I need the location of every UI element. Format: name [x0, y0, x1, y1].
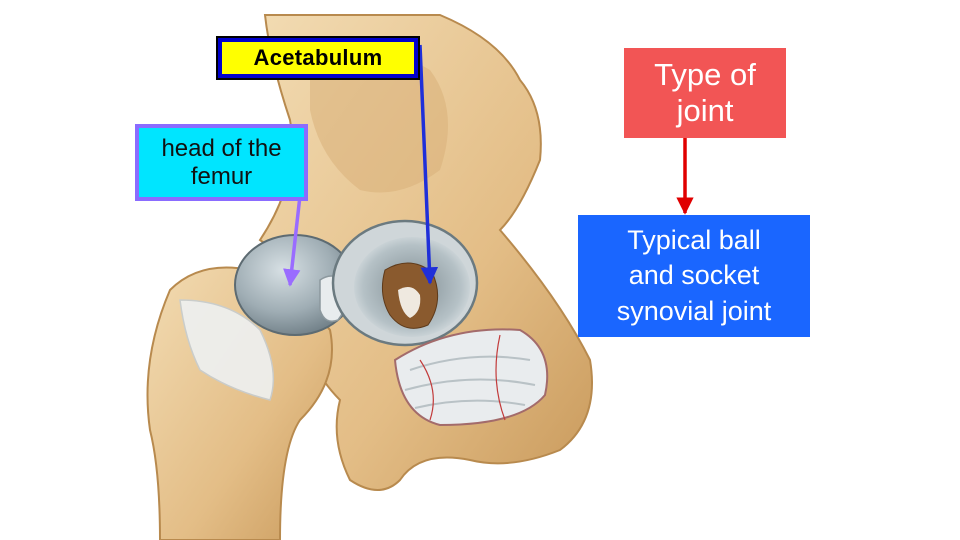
joint-description-label-text: Typical ball and socket synovial joint	[616, 225, 772, 326]
joint-type-label-text: Type of joint	[654, 57, 756, 128]
joint-type-label: Type of joint	[624, 48, 786, 138]
acetabulum-label-text: Acetabulum	[253, 45, 383, 71]
acetabulum-label: Acetabulum	[216, 36, 420, 80]
pelvis-fossa	[310, 52, 448, 193]
acetabulum-arrow	[418, 44, 439, 285]
femur-ligament	[179, 299, 275, 401]
joint-description-label: Typical ball and socket synovial joint	[578, 215, 810, 337]
femur-head-label-text: head of the femur	[161, 134, 282, 190]
ligament-stump-inner	[398, 286, 421, 318]
femur-head-label: head of the femur	[135, 124, 308, 201]
